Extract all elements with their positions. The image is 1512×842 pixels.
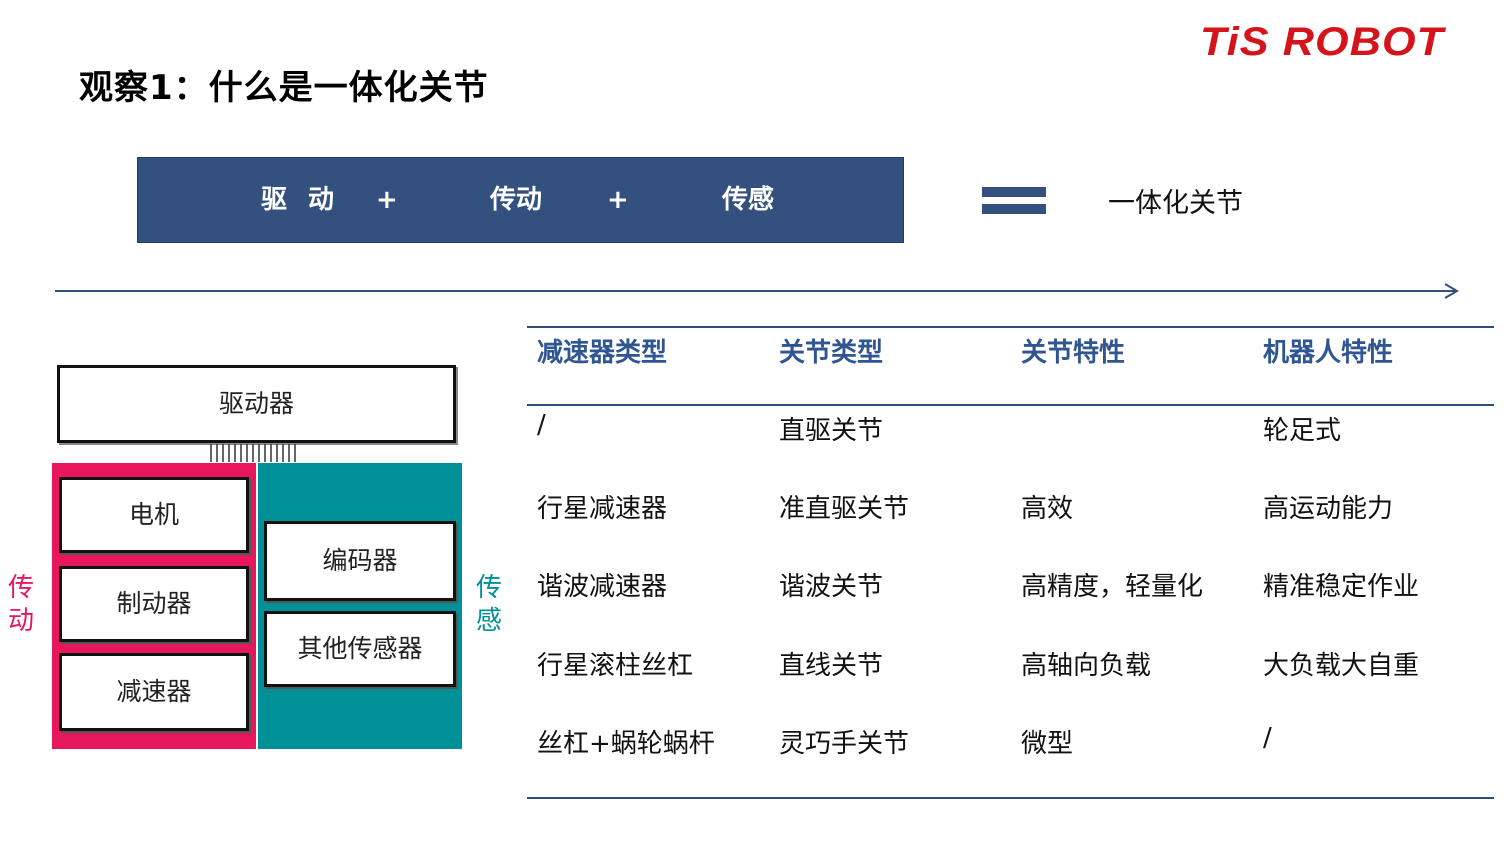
column-header: 机器人特性: [1253, 326, 1494, 406]
table-cell: 高轴向负载: [1021, 650, 1152, 681]
table-cell: 精准稳定作业: [1263, 572, 1420, 602]
arrow-right-icon: [55, 283, 1459, 299]
transmission-side-label: 传 动: [7, 573, 34, 636]
formula-term-transmission: 传动: [490, 185, 543, 215]
table-cell: /: [537, 410, 546, 440]
reducer-block: 减速器: [59, 653, 249, 731]
table-row: 丝杠+蜗轮蜗杆 灵巧手关节 微型 /: [527, 719, 1494, 799]
table-cell: 行星滚柱丝杠: [537, 650, 694, 681]
joint-structure-diagram: 驱动器 电机 制动器 减速器 编码器 其他传感器 传 动 传 感: [0, 360, 520, 760]
table-cell: 高运动能力: [1263, 493, 1394, 524]
table-row: 行星减速器 准直驱关节 高效 高运动能力: [527, 484, 1494, 563]
sensing-zone: [258, 463, 462, 749]
table-cell: 丝杠+蜗轮蜗杆: [527, 719, 769, 799]
formula-result: 一体化关节: [1108, 188, 1243, 219]
connector-pins-icon: [210, 444, 296, 462]
driver-block: 驱动器: [57, 365, 456, 443]
table-cell: 轮足式: [1263, 416, 1342, 446]
table-cell: 高精度，轻量化: [1021, 572, 1204, 602]
table-header-row: 减速器类型 关节类型 关节特性 机器人特性: [527, 326, 1494, 406]
table-cell: 高效: [1021, 493, 1074, 524]
motor-block: 电机: [59, 477, 249, 553]
formula-term-sensing: 传感: [722, 185, 775, 215]
formula-banner: 驱 动 + 传动 + 传感: [137, 157, 904, 243]
table-cell: [1011, 405, 1253, 484]
table-cell: 谐波减速器: [537, 572, 668, 602]
sensing-side-label: 传 感: [475, 573, 502, 636]
table-cell: 直驱关节: [779, 416, 884, 446]
table-cell: 准直驱关节: [779, 493, 910, 524]
table-cell: 直线关节: [779, 650, 884, 681]
table-cell: 谐波关节: [779, 572, 884, 602]
page-title: 观察1：什么是一体化关节: [79, 68, 489, 108]
column-header: 关节特性: [1011, 326, 1253, 406]
table-cell: 微型: [1011, 719, 1253, 799]
formula-term-drive: 驱 动: [261, 185, 341, 215]
encoder-block: 编码器: [264, 521, 456, 601]
plus-sign-icon: +: [607, 185, 629, 215]
column-header: 关节类型: [769, 326, 1011, 406]
plus-sign-icon: +: [376, 185, 398, 215]
table-row: 谐波减速器 谐波关节 高精度，轻量化 精准稳定作业: [527, 562, 1494, 641]
table-cell: 行星减速器: [537, 493, 668, 524]
table-row: / 直驱关节 轮足式: [527, 405, 1494, 484]
table-cell: 灵巧手关节: [769, 719, 1011, 799]
equals-icon: [982, 187, 1046, 215]
other-sensors-block: 其他传感器: [264, 611, 456, 687]
table-cell: /: [1253, 719, 1494, 799]
table-cell: 大负载大自重: [1263, 650, 1420, 681]
brand-logo: TiS ROBOT: [1200, 20, 1445, 64]
table-row: 行星滚柱丝杠 直线关节 高轴向负载 大负载大自重: [527, 641, 1494, 720]
column-header: 减速器类型: [527, 326, 769, 406]
brake-block: 制动器: [59, 566, 249, 642]
joint-comparison-table: 减速器类型 关节类型 关节特性 机器人特性 / 直驱关节 轮足式 行星减速器 准…: [527, 326, 1494, 799]
